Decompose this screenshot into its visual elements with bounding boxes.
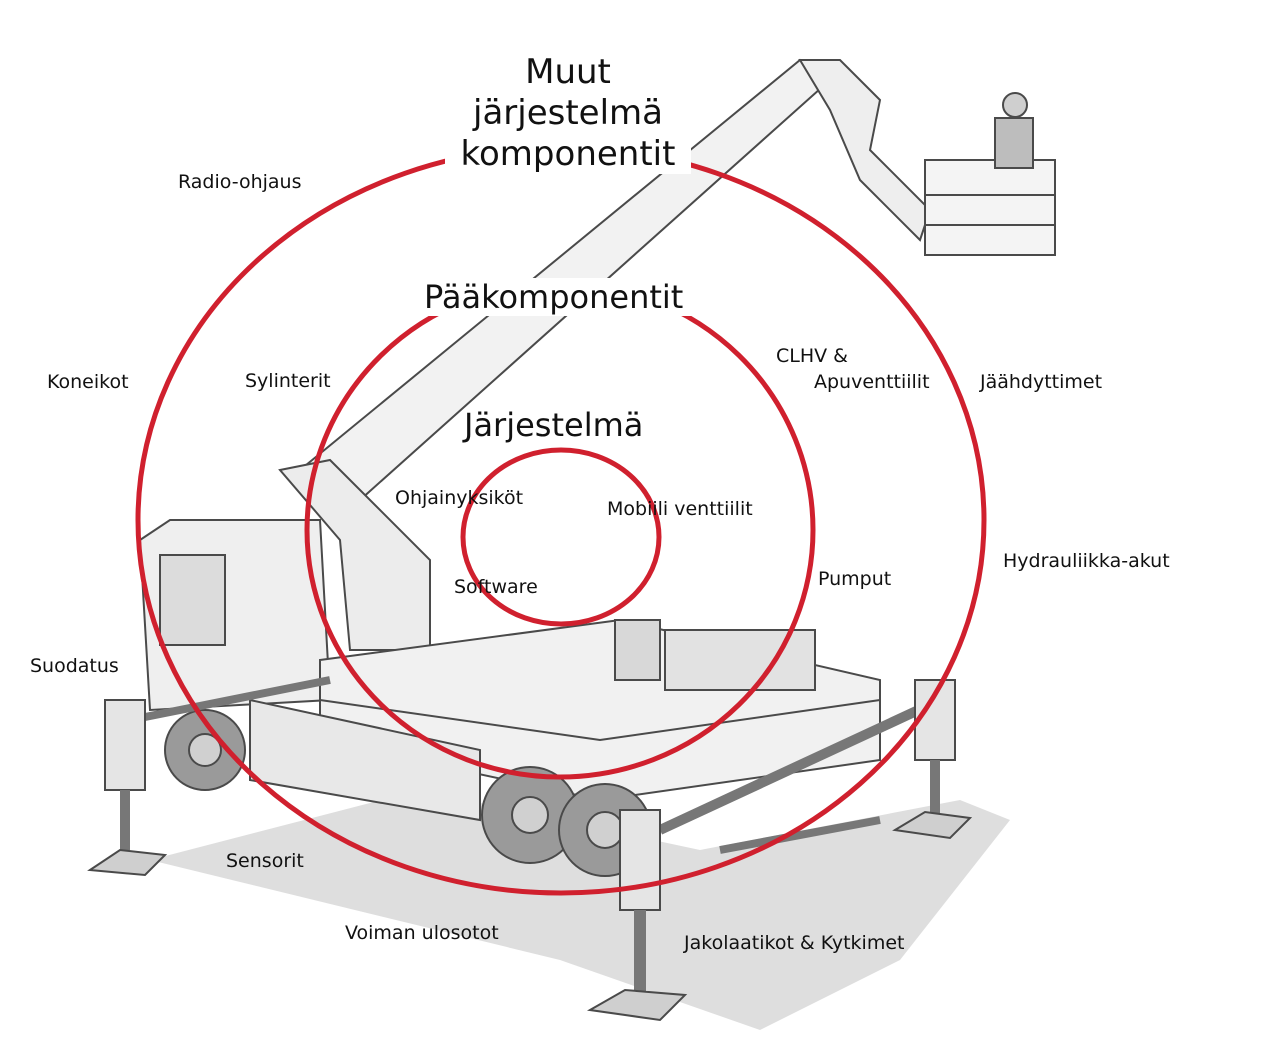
label-hydrauliikka-akut: Hydrauliikka-akut xyxy=(1003,550,1170,572)
label-jaahdyttimet: Jäähdyttimet xyxy=(980,371,1103,393)
label-jakolaatikot: Jakolaatikot & Kytkimet xyxy=(684,932,905,954)
label-suodatus: Suodatus xyxy=(30,655,119,677)
inner-ring-title: Järjestelmä xyxy=(464,406,644,444)
label-ohjainyksikot: Ohjainyksiköt xyxy=(395,487,524,509)
outer-ring-title: Muut järjestelmä komponentit xyxy=(445,52,691,175)
outer-title-line-2: järjestelmä xyxy=(473,92,663,133)
truck-sketch xyxy=(87,58,1056,1022)
label-mobiili-venttiilit: Mobiili venttiilit xyxy=(607,498,753,520)
label-clhv: CLHV & Apuventtiilit xyxy=(776,343,930,395)
label-clhv-line-2: Apuventtiilit xyxy=(814,371,930,393)
label-pumput: Pumput xyxy=(818,568,892,590)
label-radio-ohjaus: Radio-ohjaus xyxy=(178,171,302,193)
outer-ring xyxy=(135,144,987,896)
inner-ring xyxy=(460,447,662,627)
label-voiman-ulosotot: Voiman ulosotot xyxy=(345,922,499,944)
middle-ring xyxy=(304,280,816,780)
label-sensorit: Sensorit xyxy=(226,850,304,872)
label-koneikot: Koneikot xyxy=(47,371,129,393)
label-clhv-line-1: CLHV & xyxy=(776,345,848,367)
label-sylinterit: Sylinterit xyxy=(245,370,331,392)
outer-title-line-1: Muut xyxy=(525,52,611,92)
middle-ring-title: Pääkomponentit xyxy=(414,278,694,316)
label-software: Software xyxy=(454,576,538,598)
outer-title-line-3: komponentit xyxy=(460,133,676,174)
